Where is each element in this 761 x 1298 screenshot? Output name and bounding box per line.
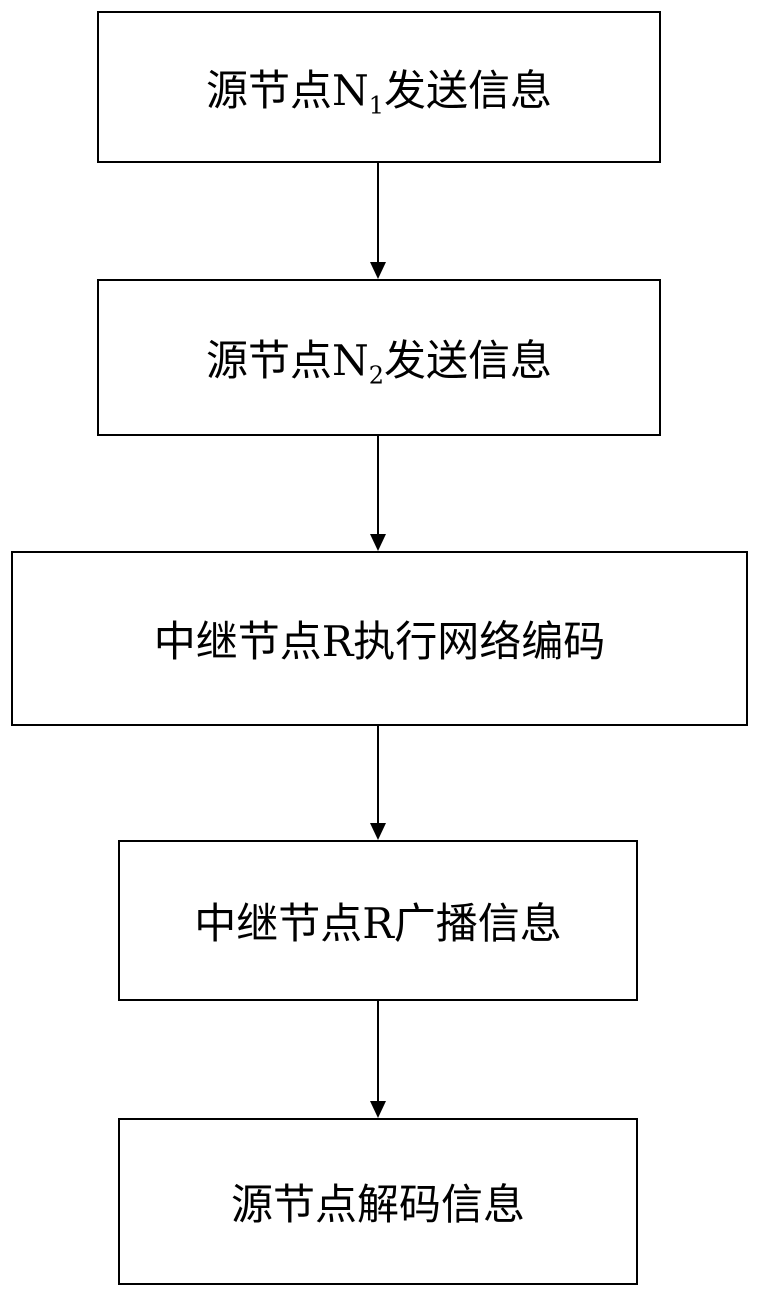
step-source-decode: 源节点解码信息 bbox=[118, 1118, 638, 1285]
step-4-label: 中继节点R广播信息 bbox=[194, 899, 562, 948]
step-2-label: 源节点N2发送信息 bbox=[205, 336, 553, 390]
step-5-label: 源节点解码信息 bbox=[230, 1180, 525, 1229]
step-source-n1-send: 源节点N1发送信息 bbox=[97, 11, 661, 163]
arrow-step4-to-step5 bbox=[370, 1001, 386, 1118]
step-relay-network-coding: 中继节点R执行网络编码 bbox=[11, 551, 748, 726]
arrow-step1-to-step2 bbox=[370, 163, 386, 279]
step-source-n2-send: 源节点N2发送信息 bbox=[97, 279, 661, 436]
step-3-label: 中继节点R执行网络编码 bbox=[153, 617, 606, 666]
step-relay-broadcast: 中继节点R广播信息 bbox=[118, 840, 638, 1001]
arrow-step3-to-step4 bbox=[370, 726, 386, 840]
step-1-label: 源节点N1发送信息 bbox=[205, 65, 553, 119]
arrow-step2-to-step3 bbox=[370, 436, 386, 551]
